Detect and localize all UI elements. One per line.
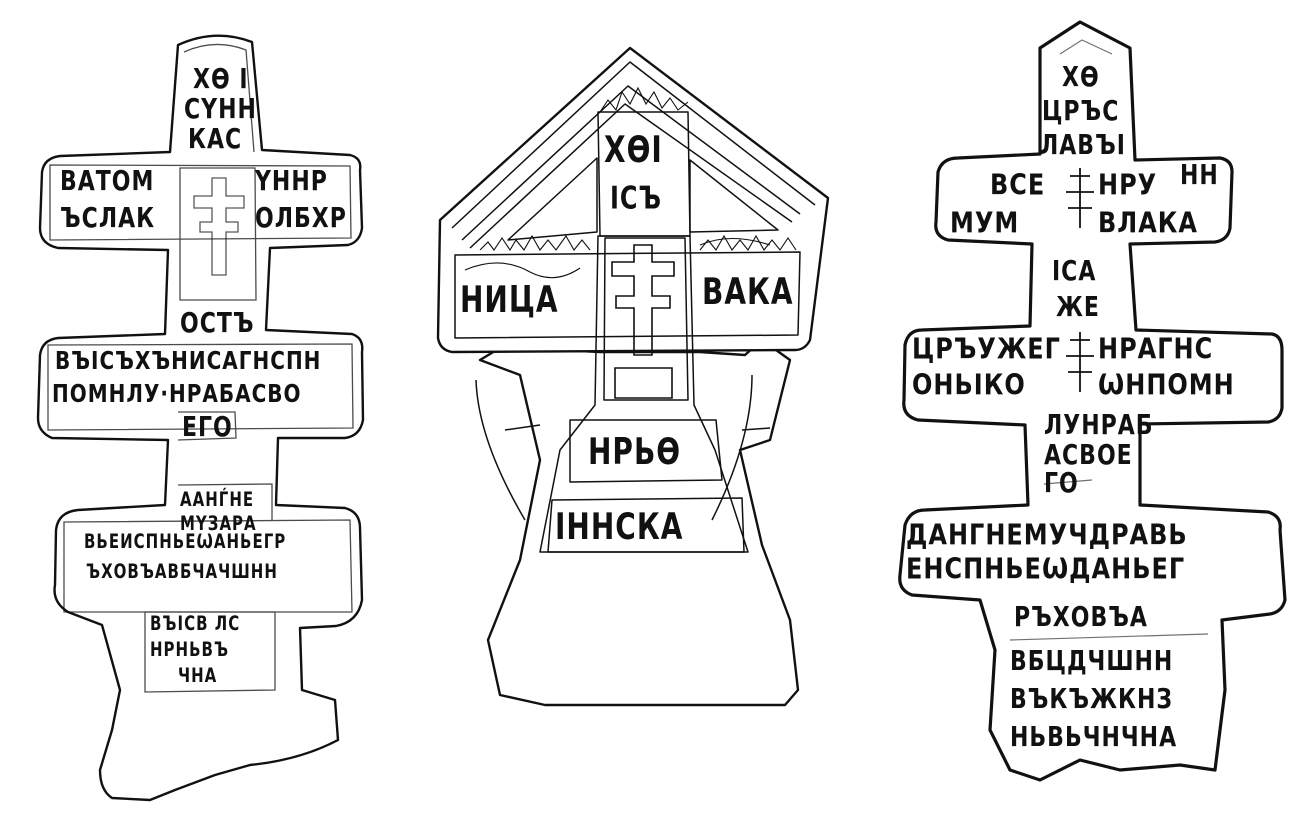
cross-2-line-3: НИЦА <box>460 278 559 321</box>
cross-3-line-17: ГО <box>1044 468 1079 500</box>
cross-3-line-21: ВБЦДЧШНН <box>1010 646 1174 678</box>
cross-3-line-10: ЖЕ <box>1056 292 1100 324</box>
cross-3-line-1: ХѲ <box>1062 62 1100 94</box>
cross-3-line-18: ДАНГНЕМУЧДРАВЬ <box>906 518 1188 552</box>
cross-3-line-5: НРУ <box>1098 168 1158 202</box>
cross-1-line-6: ЪСЛАК <box>60 203 156 235</box>
cross-1-line-18: ЧНА <box>178 664 218 688</box>
cross-3-inner-borders <box>1009 39 1209 641</box>
cross-1-line-8: ОСТЪ <box>180 308 255 340</box>
cross-1-line-3: КАС <box>188 124 243 156</box>
cross-3-small-cross-icons <box>1066 168 1094 392</box>
cross-3-line-7: МУМ <box>950 206 1020 240</box>
cross-1-line-15: ЪХОВЪАВБЧАЧШНН <box>86 560 278 584</box>
cross-1-line-9: ВЪІСЪХЪНИСАГНСПН <box>55 345 322 375</box>
cross-3-line-13: ОНЬІКО <box>912 368 1026 402</box>
cross-1-line-2: СҮНН <box>184 94 257 126</box>
cross-2-roof-borders <box>451 61 816 553</box>
cross-3-line-4: ВСЕ <box>990 168 1046 202</box>
cross-1-small-cross-icon <box>193 177 245 276</box>
cross-1-line-12: ААНЃНЕ <box>180 488 255 512</box>
cross-3-line-9: ІСА <box>1052 256 1097 288</box>
cross-2-crown-decoration <box>464 86 797 279</box>
cross-2-line-6: ІННСКА <box>555 505 684 548</box>
cross-1-line-11: ЕГО <box>182 412 233 444</box>
cross-3-line-22: ВЪКЪЖКНЗ <box>1010 684 1174 716</box>
cross-3-line-11: ЦРЪУЖЕГ <box>912 332 1061 366</box>
cross-2-central-cross-icon <box>611 244 675 399</box>
cross-1-line-16: ВЪІСВ ЛС <box>150 612 241 636</box>
cross-2-line-4: ВАКА <box>702 270 794 313</box>
cross-1-inner-borders <box>47 43 354 693</box>
cross-3-line-8: ВЛАКА <box>1098 206 1198 240</box>
cross-2-line-1: ХѲI <box>604 128 663 171</box>
cross-1-line-7: ОЛБХР <box>255 203 347 235</box>
cross-3-line-6: НН <box>1180 160 1219 192</box>
cross-2-line-2: ІСЪ <box>610 180 663 217</box>
cross-1-outline <box>36 34 365 802</box>
cross-3-line-19: ЕНСПНЬЕѠДАНЬЕГ <box>906 552 1186 586</box>
cross-3-line-20: РЪХОВЪА <box>1014 602 1148 634</box>
cross-1-line-4: ВАТОМ <box>60 166 155 198</box>
cross-1-line-14: ВЬЕИСПНЬЕѠАНЬЕГР <box>84 530 287 554</box>
cross-1-line-13: МҮЗАРА <box>180 512 257 536</box>
cross-1-line-5: ҮННР <box>255 166 328 198</box>
cross-3-line-2: ЦРЪС <box>1042 96 1120 128</box>
cross-3-line-15: ЛУНРАБ <box>1044 410 1154 442</box>
cross-3-outline <box>898 20 1287 782</box>
cross-3-line-23: НЬВЬЧНЧНА <box>1010 722 1178 754</box>
cross-2-line-5: НРЬѲ <box>588 430 682 473</box>
cross-3-line-3: ЛАВЪІ <box>1040 130 1126 162</box>
cross-3-line-12: НРАГНС <box>1098 332 1214 366</box>
cross-1-line-10: ПОМНЛУ·НРАБАСВО <box>52 378 302 408</box>
cross-3-line-14: ѠНПОМН <box>1098 368 1235 402</box>
cross-1-line-1: ХѲ I <box>193 64 249 96</box>
cross-1-line-17: НРНЬВЪ <box>150 638 230 662</box>
cross-3-line-16: АСВОЕ <box>1044 440 1133 472</box>
